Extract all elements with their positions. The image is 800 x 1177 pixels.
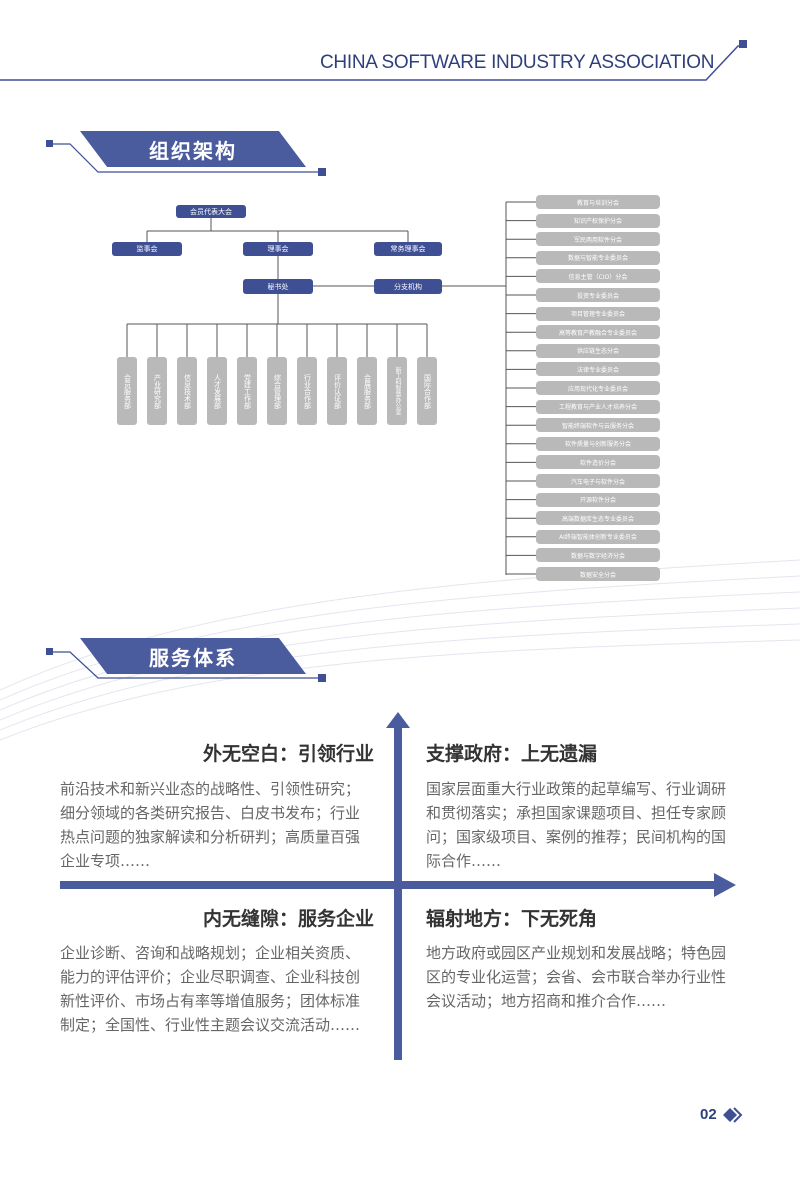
org-node-standing-council: 常务理事会 — [374, 242, 442, 256]
org-branch-item: 投资专业委员会 — [536, 288, 660, 302]
org-dept: 信息技术部 — [177, 357, 197, 425]
org-node-branches: 分支机构 — [374, 279, 442, 294]
service-title-support-government: 支撑政府：上无遗漏 — [426, 743, 598, 765]
org-branch-item: 应用现代化专业委员会 — [536, 381, 660, 395]
service-title-local-reach: 辐射地方：下无死角 — [426, 908, 598, 930]
org-node-general-assembly: 会员代表大会 — [176, 205, 246, 218]
service-banner-decoration — [46, 648, 326, 682]
org-branch-item: AI终端智能体创新专业委员会 — [536, 529, 660, 544]
org-branch-item: 知识产权保护分会 — [536, 213, 660, 228]
org-branch-item: 法律专业委员会 — [536, 362, 660, 377]
org-chart-connectors — [126, 201, 536, 575]
org-branch-item: 项目管理专业委员会 — [536, 306, 660, 321]
org-branch-item: 软件造价分会 — [536, 455, 660, 470]
service-text-local-reach: 地方政府或园区产业规划和发展战略；特色园区的专业化运营；会省、会市联合举办行业性… — [426, 944, 727, 1010]
org-branch-item: 数据安全分会 — [536, 567, 660, 581]
service-text-lead-industry: 前沿技术和新兴业态的战略性、引领性研究；细分领域的各类研究报告、白皮书发布；行业… — [60, 780, 361, 870]
header-org-name: CHINA SOFTWARE INDUSTRY ASSOCIATION — [320, 52, 715, 73]
service-section-title-text: 服务体系 — [149, 645, 237, 670]
org-branch-item: 智能终端软件与云服务分会 — [536, 418, 660, 433]
org-banner-decoration — [46, 140, 326, 176]
service-title-lead-industry: 外无空白：引领行业 — [202, 743, 374, 765]
org-branch-item: 汽车电子与软件分会 — [536, 474, 660, 488]
service-title-serve-enterprise: 内无缝隙：服务企业 — [202, 908, 374, 930]
org-branch-item: 供应链生态分会 — [536, 343, 660, 358]
page-number-diamond-icon — [723, 1107, 743, 1123]
org-dept: 会展服务部 — [357, 357, 377, 425]
org-dept: 产业研究部 — [147, 357, 167, 425]
org-branch-item: 开源软件分会 — [536, 492, 660, 507]
org-branch-item: 数据与数字经济分会 — [536, 548, 660, 563]
org-dept: 人才发展部 — [207, 357, 227, 425]
org-dept: 党建工作部 — [237, 357, 257, 425]
org-branch-item: 工程教育与产业人才培养分会 — [536, 399, 660, 414]
org-branch-item: 数据与智能专业委员会 — [536, 250, 660, 265]
service-quadrant-axes — [60, 712, 736, 1060]
org-branch-item: 高等教育产教融合专业委员会 — [536, 325, 660, 340]
org-branch-item: 软件质量与创新服务分会 — [536, 436, 660, 451]
org-dept: 综合管理部 — [267, 357, 287, 425]
org-dept: 国际合作部 — [417, 357, 437, 425]
org-branch-item: 教育与培训分会 — [536, 195, 660, 209]
org-branch-item: 军民两用软件分会 — [536, 232, 660, 247]
org-section-title: 组织架构 — [80, 131, 306, 167]
service-text-serve-enterprise: 企业诊断、咨询和战略规划；企业相关资质、能力的评估评价；企业尽职调查、企业科技创… — [60, 944, 361, 1034]
org-node-supervisors: 监事会 — [112, 242, 182, 256]
page-number: 02 — [700, 1106, 717, 1123]
header-decoration-lines — [0, 40, 747, 81]
org-section-title-text: 组织架构 — [149, 138, 237, 163]
org-dept: 新工科智慧办公室 — [387, 357, 407, 425]
org-branch-item: 信息主管（CIO）分会 — [536, 269, 660, 284]
org-branch-item: 高端数据库生态专业委员会 — [536, 511, 660, 526]
org-node-secretariat: 秘书处 — [243, 279, 313, 294]
service-section-title: 服务体系 — [80, 638, 306, 674]
org-dept: 评价认证部 — [327, 357, 347, 425]
org-dept: 行业合作部 — [297, 357, 317, 425]
org-dept: 会员服务部 — [117, 357, 137, 425]
service-text-support-government: 国家层面重大行业政策的起草编写、行业调研和贯彻落实；承担国家课题项目、担任专家顾… — [426, 780, 727, 870]
org-node-council: 理事会 — [243, 242, 313, 256]
